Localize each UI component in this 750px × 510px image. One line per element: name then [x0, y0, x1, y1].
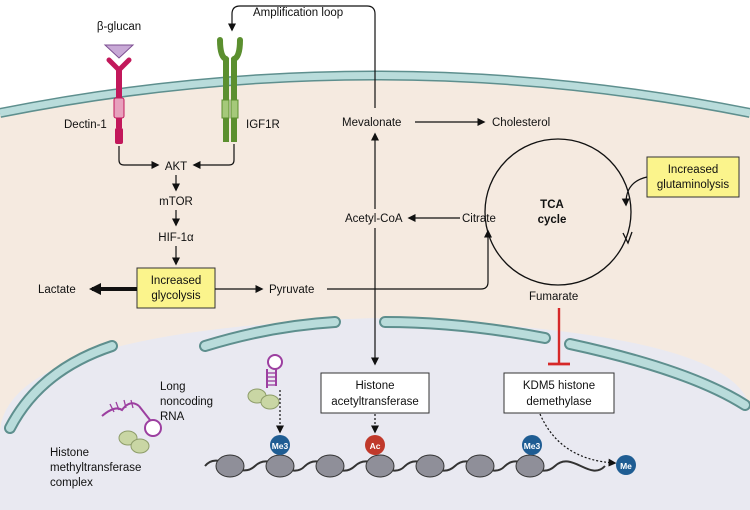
ac-badge: [365, 435, 385, 455]
akt-label: AKT: [165, 161, 187, 173]
glutaminolysis-line2: glutaminolysis: [657, 179, 729, 191]
glutaminolysis-line1: Increased: [668, 164, 719, 176]
me3-right-label: Me3: [524, 441, 541, 451]
lncrna-structure: [101, 399, 162, 454]
increased-glycolysis-box: [136, 267, 216, 309]
tca-cycle-circle: [484, 138, 632, 286]
cholesterol-label: Cholesterol: [492, 117, 550, 129]
igf1r-label: IGF1R: [246, 119, 280, 131]
kdm5-demethylase-box: [503, 372, 615, 414]
igf1r-to-akt-arrow: [192, 144, 235, 169]
mtor-label: mTOR: [159, 196, 193, 208]
beta-glucan-ligand: [103, 44, 135, 59]
tca-cycle-arrowhead: [622, 231, 633, 245]
lncrna-line2: noncoding: [160, 396, 213, 408]
nuclear-envelope: [4, 316, 750, 434]
histone-acetyltransferase-box: [320, 372, 430, 414]
igf1r-receptor: [217, 37, 243, 142]
me3-badge-right: [522, 435, 542, 455]
me3-left-label: Me3: [272, 441, 289, 451]
ac-label: Ac: [370, 441, 381, 451]
dectin1-to-akt-arrow: [118, 146, 160, 169]
fumarate-label: Fumarate: [529, 291, 578, 303]
me3-badge-left: [270, 435, 290, 455]
tca-label-line2: cycle: [538, 214, 567, 226]
glycolysis-line2: glycolysis: [151, 290, 200, 302]
lncrna-pore-structure: [247, 354, 283, 410]
hif1a-label: HIF-1α: [158, 232, 194, 244]
lactate-label: Lactate: [38, 284, 76, 296]
acetyl-coa-label: Acetyl-CoA: [345, 213, 403, 225]
glutaminolysis-to-tca-arrow: [621, 176, 648, 207]
kdm5-line1: KDM5 histone: [523, 380, 595, 392]
amplification-loop-arrow: [228, 5, 376, 108]
nucleosomes: [215, 454, 545, 478]
kdm5-line2: demethylase: [526, 396, 591, 408]
hmt-line3: complex: [50, 477, 93, 489]
glycolysis-line1: Increased: [151, 275, 202, 287]
tca-label-line1: TCA: [540, 199, 564, 211]
hmt-line2: methyltransferase: [50, 462, 141, 474]
pyruvate-to-citrate-arrow: [327, 229, 492, 290]
lncrna-line1: Long: [160, 381, 186, 393]
beta-glucan-label: β-glucan: [97, 21, 141, 33]
citrate-label: Citrate: [462, 213, 496, 225]
hmt-line1: Histone: [50, 447, 89, 459]
me-badge: [616, 455, 636, 475]
amplification-loop-label: Amplification loop: [253, 7, 343, 19]
hat-line2: acetyltransferase: [331, 396, 419, 408]
me-label: Me: [620, 461, 632, 471]
hat-line1: Histone: [356, 380, 395, 392]
dectin1-receptor: [103, 44, 135, 144]
lncrna-line3: RNA: [160, 411, 185, 423]
mevalonate-label: Mevalonate: [342, 117, 401, 129]
pyruvate-label: Pyruvate: [269, 284, 314, 296]
dectin1-label: Dectin-1: [64, 119, 107, 131]
increased-glutaminolysis-box: [646, 156, 740, 198]
